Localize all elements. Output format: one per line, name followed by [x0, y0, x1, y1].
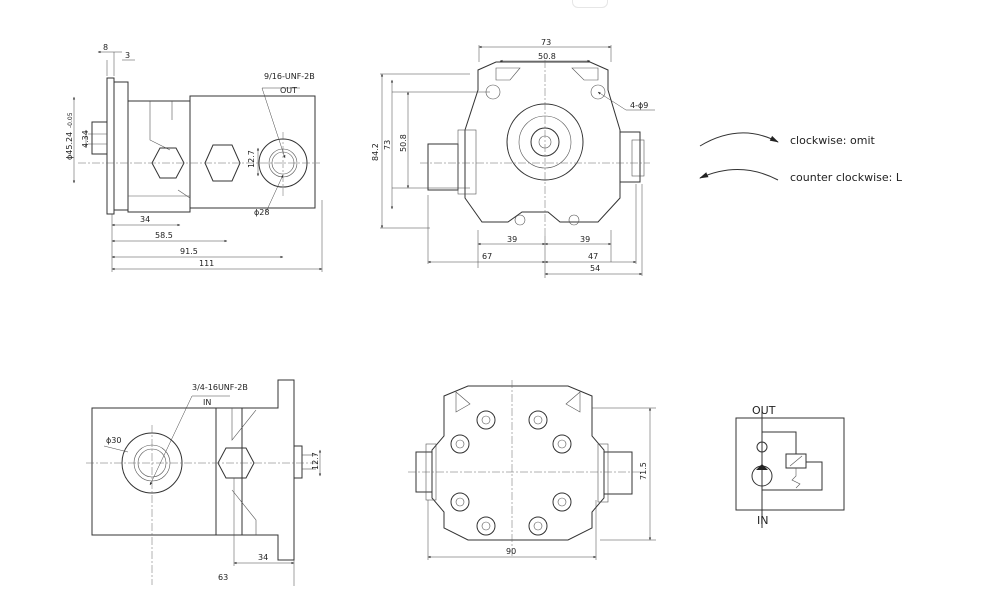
side-view-top: 8 3 ϕ45.24 -0.05 4.34 12.7 9/16-UNF-2B O…: [65, 43, 323, 272]
in-thread-note: 3/4-16UNF-2B: [192, 383, 248, 392]
dim-12-7-bottom: 12.7: [311, 452, 320, 470]
dim-73-top: 73: [541, 38, 551, 47]
dim-key: 4.34: [81, 130, 90, 148]
dim-91-5: 91.5: [180, 247, 198, 256]
in-port-label: IN: [203, 398, 211, 407]
hydraulic-symbol: OUT IN: [735, 404, 845, 528]
dim-34-bottom: 34: [258, 553, 268, 562]
dim-90: 90: [506, 547, 516, 556]
dim-84-2: 84.2: [371, 143, 380, 161]
browser-tab-edge: [572, 0, 608, 8]
dim-39-right: 39: [580, 235, 590, 244]
dim-shaft-tolerance: -0.05: [67, 112, 74, 128]
out-thread-note: 9/16-UNF-2B: [264, 72, 315, 81]
dim-4-phi9: 4-ϕ9: [630, 101, 648, 110]
rear-view-bottom: 90 71.5: [408, 380, 656, 560]
dim-39-left: 39: [507, 235, 517, 244]
clockwise-label: clockwise: omit: [790, 134, 876, 147]
dim-111: 111: [199, 259, 214, 268]
out-port-label: OUT: [280, 86, 297, 95]
symbol-out-label: OUT: [752, 404, 776, 417]
bolt-holes: [450, 410, 572, 536]
dim-63: 63: [218, 573, 228, 582]
dim-73-side: 73: [383, 140, 392, 150]
dim-54: 54: [590, 264, 600, 273]
dim-58-5: 58.5: [155, 231, 173, 240]
front-view-top: 73 50.8 4-ϕ9 84.2 73 50.8 39 39 67 47 54: [371, 38, 655, 278]
dim-3: 3: [125, 51, 130, 60]
dim-shaft-diameter: ϕ45.24: [65, 132, 74, 160]
dim-71-5: 71.5: [639, 462, 648, 480]
side-view-bottom: 3/4-16UNF-2B IN ϕ30 12.7 34 63: [86, 379, 322, 586]
rotation-legend: clockwise: omit counter clockwise: L: [699, 132, 903, 184]
dim-8: 8: [103, 43, 108, 52]
dim-12-7: 12.7: [247, 150, 256, 168]
dim-50-8-side: 50.8: [399, 134, 408, 152]
dim-47: 47: [588, 252, 598, 261]
counter-clockwise-label: counter clockwise: L: [790, 171, 903, 184]
dim-50-8-top: 50.8: [538, 52, 556, 61]
dim-67: 67: [482, 252, 492, 261]
dim-34: 34: [140, 215, 150, 224]
symbol-in-label: IN: [757, 514, 768, 527]
dim-phi28: ϕ28: [254, 208, 269, 217]
dim-phi30: ϕ30: [106, 436, 121, 445]
